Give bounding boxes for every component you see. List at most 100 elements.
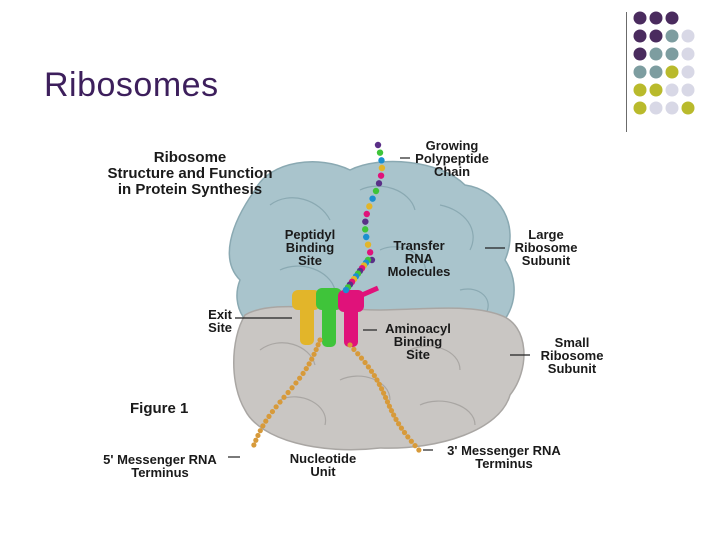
amino-acid-bead xyxy=(376,149,384,156)
decor-dot xyxy=(681,65,695,79)
nucleotide-bead xyxy=(255,432,261,439)
label-large-ribosome-subunit: Large Ribosome Subunit xyxy=(514,227,578,268)
decor-dot xyxy=(649,11,663,25)
nucleotide-bead xyxy=(398,425,405,431)
amino-acid-bead xyxy=(363,210,370,218)
amino-acid-bead xyxy=(361,226,369,233)
amino-acid-bead xyxy=(366,203,373,210)
decor-dot xyxy=(649,47,663,61)
nucleotide-bead xyxy=(281,394,287,400)
nucleotide-bead xyxy=(374,377,380,383)
nucleotide-bead xyxy=(251,442,257,448)
nucleotide-bead xyxy=(362,359,368,366)
ribosome-illustration xyxy=(228,141,530,458)
amino-acid-bead xyxy=(364,241,372,248)
nucleotide-bead xyxy=(269,408,276,415)
nucleotide-bead xyxy=(311,351,317,357)
amino-acid-bead xyxy=(378,157,385,164)
nucleotide-bead xyxy=(395,421,402,427)
nucleotide-bead xyxy=(260,423,266,429)
decor-dot xyxy=(665,29,679,43)
messenger-rna-strand xyxy=(251,337,422,453)
decor-dot xyxy=(633,83,647,97)
amino-acid-bead xyxy=(378,164,386,172)
decor-dot xyxy=(649,101,663,115)
decor-dot xyxy=(681,29,695,43)
nucleotide-bead xyxy=(381,390,387,396)
nucleotide-bead xyxy=(355,351,361,357)
decor-dot xyxy=(633,11,647,25)
nucleotide-bead xyxy=(297,375,303,381)
amino-acid-bead xyxy=(369,195,376,202)
nucleotide-bead xyxy=(408,438,414,444)
nucleotide-bead xyxy=(393,416,399,422)
nucleotide-bead xyxy=(315,342,321,348)
decor-dot xyxy=(665,47,679,61)
nucleotide-bead xyxy=(303,366,309,372)
nucleotide-bead xyxy=(266,413,272,419)
decor-dot xyxy=(633,101,647,115)
slide-title: Ribosomes xyxy=(44,66,219,104)
amino-acid-bead xyxy=(366,249,374,256)
nucleotide-bead xyxy=(401,429,408,436)
label-small-ribosome-subunit: Small Ribosome Subunit xyxy=(540,335,604,376)
nucleotide-bead xyxy=(263,418,269,424)
figure-heading: Ribosome Structure and Function in Prote… xyxy=(107,149,273,198)
amino-acid-bead xyxy=(362,218,369,225)
nucleotide-bead xyxy=(273,404,279,410)
trna-magenta xyxy=(338,285,380,347)
nucleotide-bead xyxy=(386,403,393,409)
amino-acid-bead xyxy=(372,187,380,195)
nucleotide-bead xyxy=(365,364,371,370)
amino-acid-bead xyxy=(374,141,382,149)
nucleotide-bead xyxy=(285,389,291,396)
label-exit-site: Exit Site xyxy=(208,307,232,335)
nucleotide-bead xyxy=(300,370,306,377)
growing-polypeptide-chain xyxy=(342,141,386,294)
nucleotide-bead xyxy=(371,373,377,379)
nucleotide-bead xyxy=(347,342,353,348)
nucleotide-bead xyxy=(317,337,323,343)
nucleotide-bead xyxy=(391,412,397,418)
amino-acid-bead xyxy=(363,233,370,241)
figure-caption: Figure 1 xyxy=(130,400,189,417)
leader-lines xyxy=(228,157,530,458)
decor-dot xyxy=(681,101,695,115)
nucleotide-bead xyxy=(309,356,315,362)
ribosome-figure: Ribosome Structure and Function in Prote… xyxy=(80,130,640,490)
trna-yellow xyxy=(292,290,320,345)
nucleotide-bead xyxy=(253,437,259,443)
decor-dot xyxy=(665,65,679,79)
nucleotide-bead xyxy=(388,408,395,414)
decor-dot xyxy=(649,83,663,97)
decor-dot xyxy=(633,47,647,61)
decor-dot xyxy=(665,101,679,115)
label-aminoacyl-binding-site: Aminoacyl Binding Site xyxy=(385,321,451,362)
label-5-prime-mrna-terminus: 5' Messenger RNA Terminus xyxy=(103,452,217,480)
amino-acid-bead xyxy=(375,180,383,187)
nucleotide-bead xyxy=(293,380,299,386)
decor-dot xyxy=(649,65,663,79)
label-transfer-rna: Transfer RNA Molecules xyxy=(387,238,451,279)
decor-dot xyxy=(633,29,647,43)
label-nucleotide-unit: Nucleotide Unit xyxy=(289,451,357,479)
nucleotide-bead xyxy=(313,346,319,353)
nucleotide-bead xyxy=(289,385,295,391)
nucleotide-bead xyxy=(306,361,312,367)
nucleotide-bead xyxy=(358,355,365,361)
nucleotide-bead xyxy=(257,428,263,434)
amino-acid-bead xyxy=(377,172,385,179)
label-growing-polypeptide-chain: Growing Polypeptide Chain xyxy=(415,138,489,179)
decor-dot xyxy=(665,83,679,97)
amino-acid-bead xyxy=(342,286,350,294)
trna-green xyxy=(316,288,342,347)
nucleotide-bead xyxy=(277,399,283,405)
decor-dot xyxy=(681,83,695,97)
nucleotide-bead xyxy=(412,443,418,449)
decor-dot xyxy=(649,29,663,43)
title-divider xyxy=(626,12,627,132)
decor-dot xyxy=(633,65,647,79)
decor-dot xyxy=(665,11,679,25)
nucleotide-bead xyxy=(382,394,389,401)
nucleotide-bead xyxy=(384,399,391,405)
